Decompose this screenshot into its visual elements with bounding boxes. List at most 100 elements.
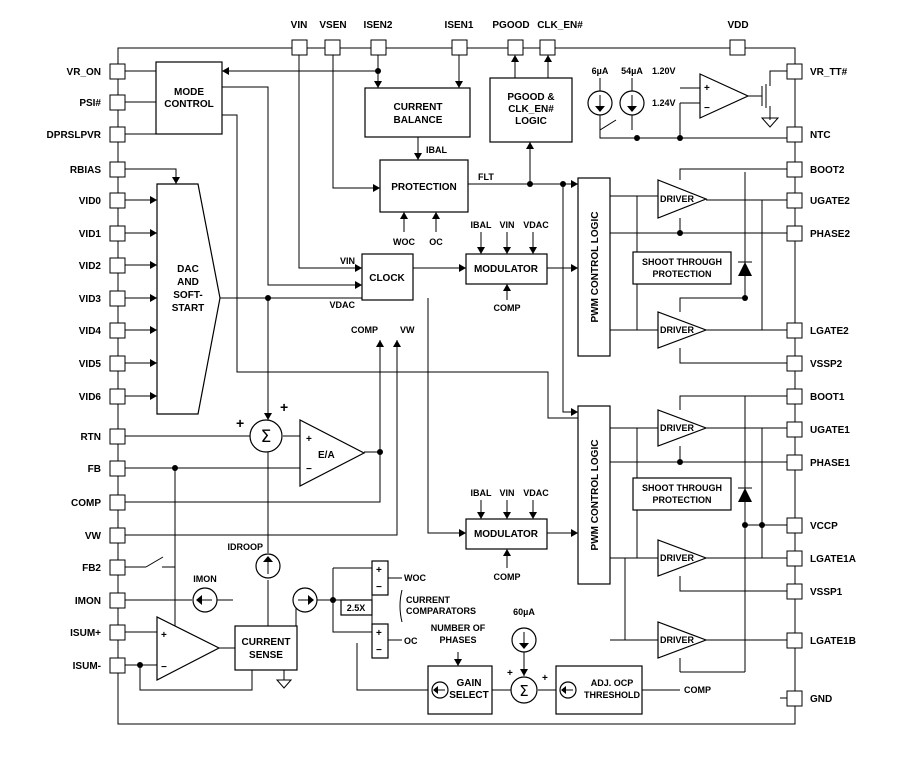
driver-ugate1: DRIVER <box>657 409 708 447</box>
svg-text:GND: GND <box>810 694 832 705</box>
adj-ocp-block: ADJ. OCP THRESHOLD <box>555 665 643 715</box>
svg-text:ADJ. OCP: ADJ. OCP <box>591 678 634 688</box>
svg-text:VDD: VDD <box>727 20 748 31</box>
svg-text:VID6: VID6 <box>79 392 102 403</box>
driver-lgate1b: DRIVER <box>657 621 708 659</box>
pin-vr-tt: VR_TT# <box>786 63 848 80</box>
pin-vid0: VID0 <box>79 192 126 209</box>
pin-vdd: VDD <box>727 20 749 56</box>
modulator-bottom-block: MODULATOR <box>465 518 548 550</box>
pwm-logic-top-block: PWM CONTROL LOGIC <box>577 177 611 357</box>
current-balance-block: CURRENT BALANCE <box>364 87 471 138</box>
svg-text:START: START <box>172 303 205 314</box>
pin-clk-en: CLK_EN# <box>537 20 583 56</box>
imon-label: IMON <box>193 574 217 584</box>
mod2-vin-label: VIN <box>499 488 514 498</box>
svg-text:VR_ON: VR_ON <box>67 67 101 78</box>
svg-text:Σ: Σ <box>519 682 528 700</box>
dac-block: DAC AND SOFT- START <box>156 183 221 415</box>
flt-label: FLT <box>478 172 494 182</box>
woc-comparator-icon: + − <box>371 560 389 596</box>
svg-text:+: + <box>376 628 382 639</box>
svg-text:AND: AND <box>177 277 199 288</box>
ground-icon <box>275 670 293 689</box>
svg-text:+: + <box>376 565 382 576</box>
pgood-logic-block: PGOOD & CLK_EN# LOGIC <box>489 77 573 143</box>
gain-select-block: GAIN SELECT <box>427 665 493 715</box>
svg-text:SHOOT THROUGH: SHOOT THROUGH <box>642 483 722 493</box>
svg-text:SELECT: SELECT <box>449 690 488 701</box>
pin-boot1: BOOT1 <box>786 388 845 405</box>
svg-text:Σ: Σ <box>261 427 272 447</box>
svg-text:VW: VW <box>85 531 102 542</box>
modulator-top-block: MODULATOR <box>465 253 548 285</box>
svg-text:PGOOD: PGOOD <box>492 20 529 31</box>
cmp-woc-label: WOC <box>404 573 426 583</box>
pin-vid1: VID1 <box>79 225 126 242</box>
svg-text:+: + <box>704 83 710 94</box>
svg-text:SENSE: SENSE <box>249 650 283 661</box>
pin-fb2: FB2 <box>82 559 126 576</box>
svg-text:VR_TT#: VR_TT# <box>810 67 848 78</box>
svg-text:FB2: FB2 <box>82 563 101 574</box>
svg-text:PWM CONTROL LOGIC: PWM CONTROL LOGIC <box>590 212 601 323</box>
svg-text:ISUM-: ISUM- <box>73 661 101 672</box>
current-comparators-label-2: COMPARATORS <box>406 606 476 616</box>
v124-label: 1.24V <box>652 98 676 108</box>
svg-text:VID4: VID4 <box>79 326 102 337</box>
svg-text:VID1: VID1 <box>79 229 102 240</box>
svg-text:SHOOT THROUGH: SHOOT THROUGH <box>642 257 722 267</box>
svg-text:COMP: COMP <box>71 498 101 509</box>
svg-text:THRESHOLD: THRESHOLD <box>584 690 641 700</box>
idroop-source-icon <box>255 553 281 579</box>
svg-text:ISEN2: ISEN2 <box>364 20 393 31</box>
pin-vssp2: VSSP2 <box>786 355 843 372</box>
svg-text:VSSP1: VSSP1 <box>810 587 843 598</box>
pin-gnd: GND <box>786 690 832 707</box>
svg-text:DPRSLPVR: DPRSLPVR <box>47 130 102 141</box>
oc-label: OC <box>429 237 443 247</box>
left-pins: VR_ON PSI# DPRSLPVR RBIAS VID0 VID1 VID2… <box>47 63 126 674</box>
svg-text:DRIVER: DRIVER <box>660 423 695 433</box>
pin-vr-on: VR_ON <box>67 63 126 80</box>
svg-text:−: − <box>704 103 710 114</box>
svg-text:VSEN: VSEN <box>319 20 346 31</box>
svg-text:RTN: RTN <box>80 432 101 443</box>
pin-rtn: RTN <box>80 428 126 445</box>
ibal-label: IBAL <box>426 145 447 155</box>
driver-lgate1a: DRIVER <box>657 539 708 577</box>
oc-comparator-icon: + − <box>371 623 389 659</box>
isum-amp-icon: + − <box>156 616 221 681</box>
svg-text:VID0: VID0 <box>79 196 102 207</box>
pin-vsen: VSEN <box>319 20 347 56</box>
pin-ugate2: UGATE2 <box>786 192 850 209</box>
clock-vdac-label: VDAC <box>329 300 355 310</box>
svg-text:BOOT1: BOOT1 <box>810 392 845 403</box>
pin-lgate1a: LGATE1A <box>786 550 856 567</box>
diode-bottom-icon <box>738 487 752 502</box>
mod2-ibal-label: IBAL <box>471 488 492 498</box>
junctions <box>137 68 765 668</box>
current-source-54ua-icon <box>619 90 645 116</box>
svg-text:UGATE2: UGATE2 <box>810 196 850 207</box>
svg-text:RBIAS: RBIAS <box>70 165 101 176</box>
svg-text:VID3: VID3 <box>79 294 102 305</box>
ntc-comparator-icon: + − <box>699 73 750 119</box>
svg-text:CURRENT: CURRENT <box>394 102 443 113</box>
svg-text:CLK_EN#: CLK_EN# <box>537 20 583 31</box>
mod1-ibal-label: IBAL <box>471 220 492 230</box>
clock-vw-label: VW <box>400 325 415 335</box>
shoot-through-top-block: SHOOT THROUGH PROTECTION <box>632 251 732 285</box>
pin-ugate1: UGATE1 <box>786 421 850 438</box>
pwm-logic-bottom-block: PWM CONTROL LOGIC <box>577 405 611 585</box>
imon-source-icon <box>192 587 218 613</box>
num-phases-label-2: PHASES <box>439 635 476 645</box>
adj-ocp-comp-label: COMP <box>684 685 711 695</box>
pin-imon: IMON <box>75 592 126 609</box>
ntc-switch-icon <box>599 119 617 131</box>
svg-text:NTC: NTC <box>810 130 831 141</box>
mod2-comp-label: COMP <box>494 572 521 582</box>
svg-text:DAC: DAC <box>177 264 199 275</box>
protection-block: PROTECTION <box>379 159 469 213</box>
